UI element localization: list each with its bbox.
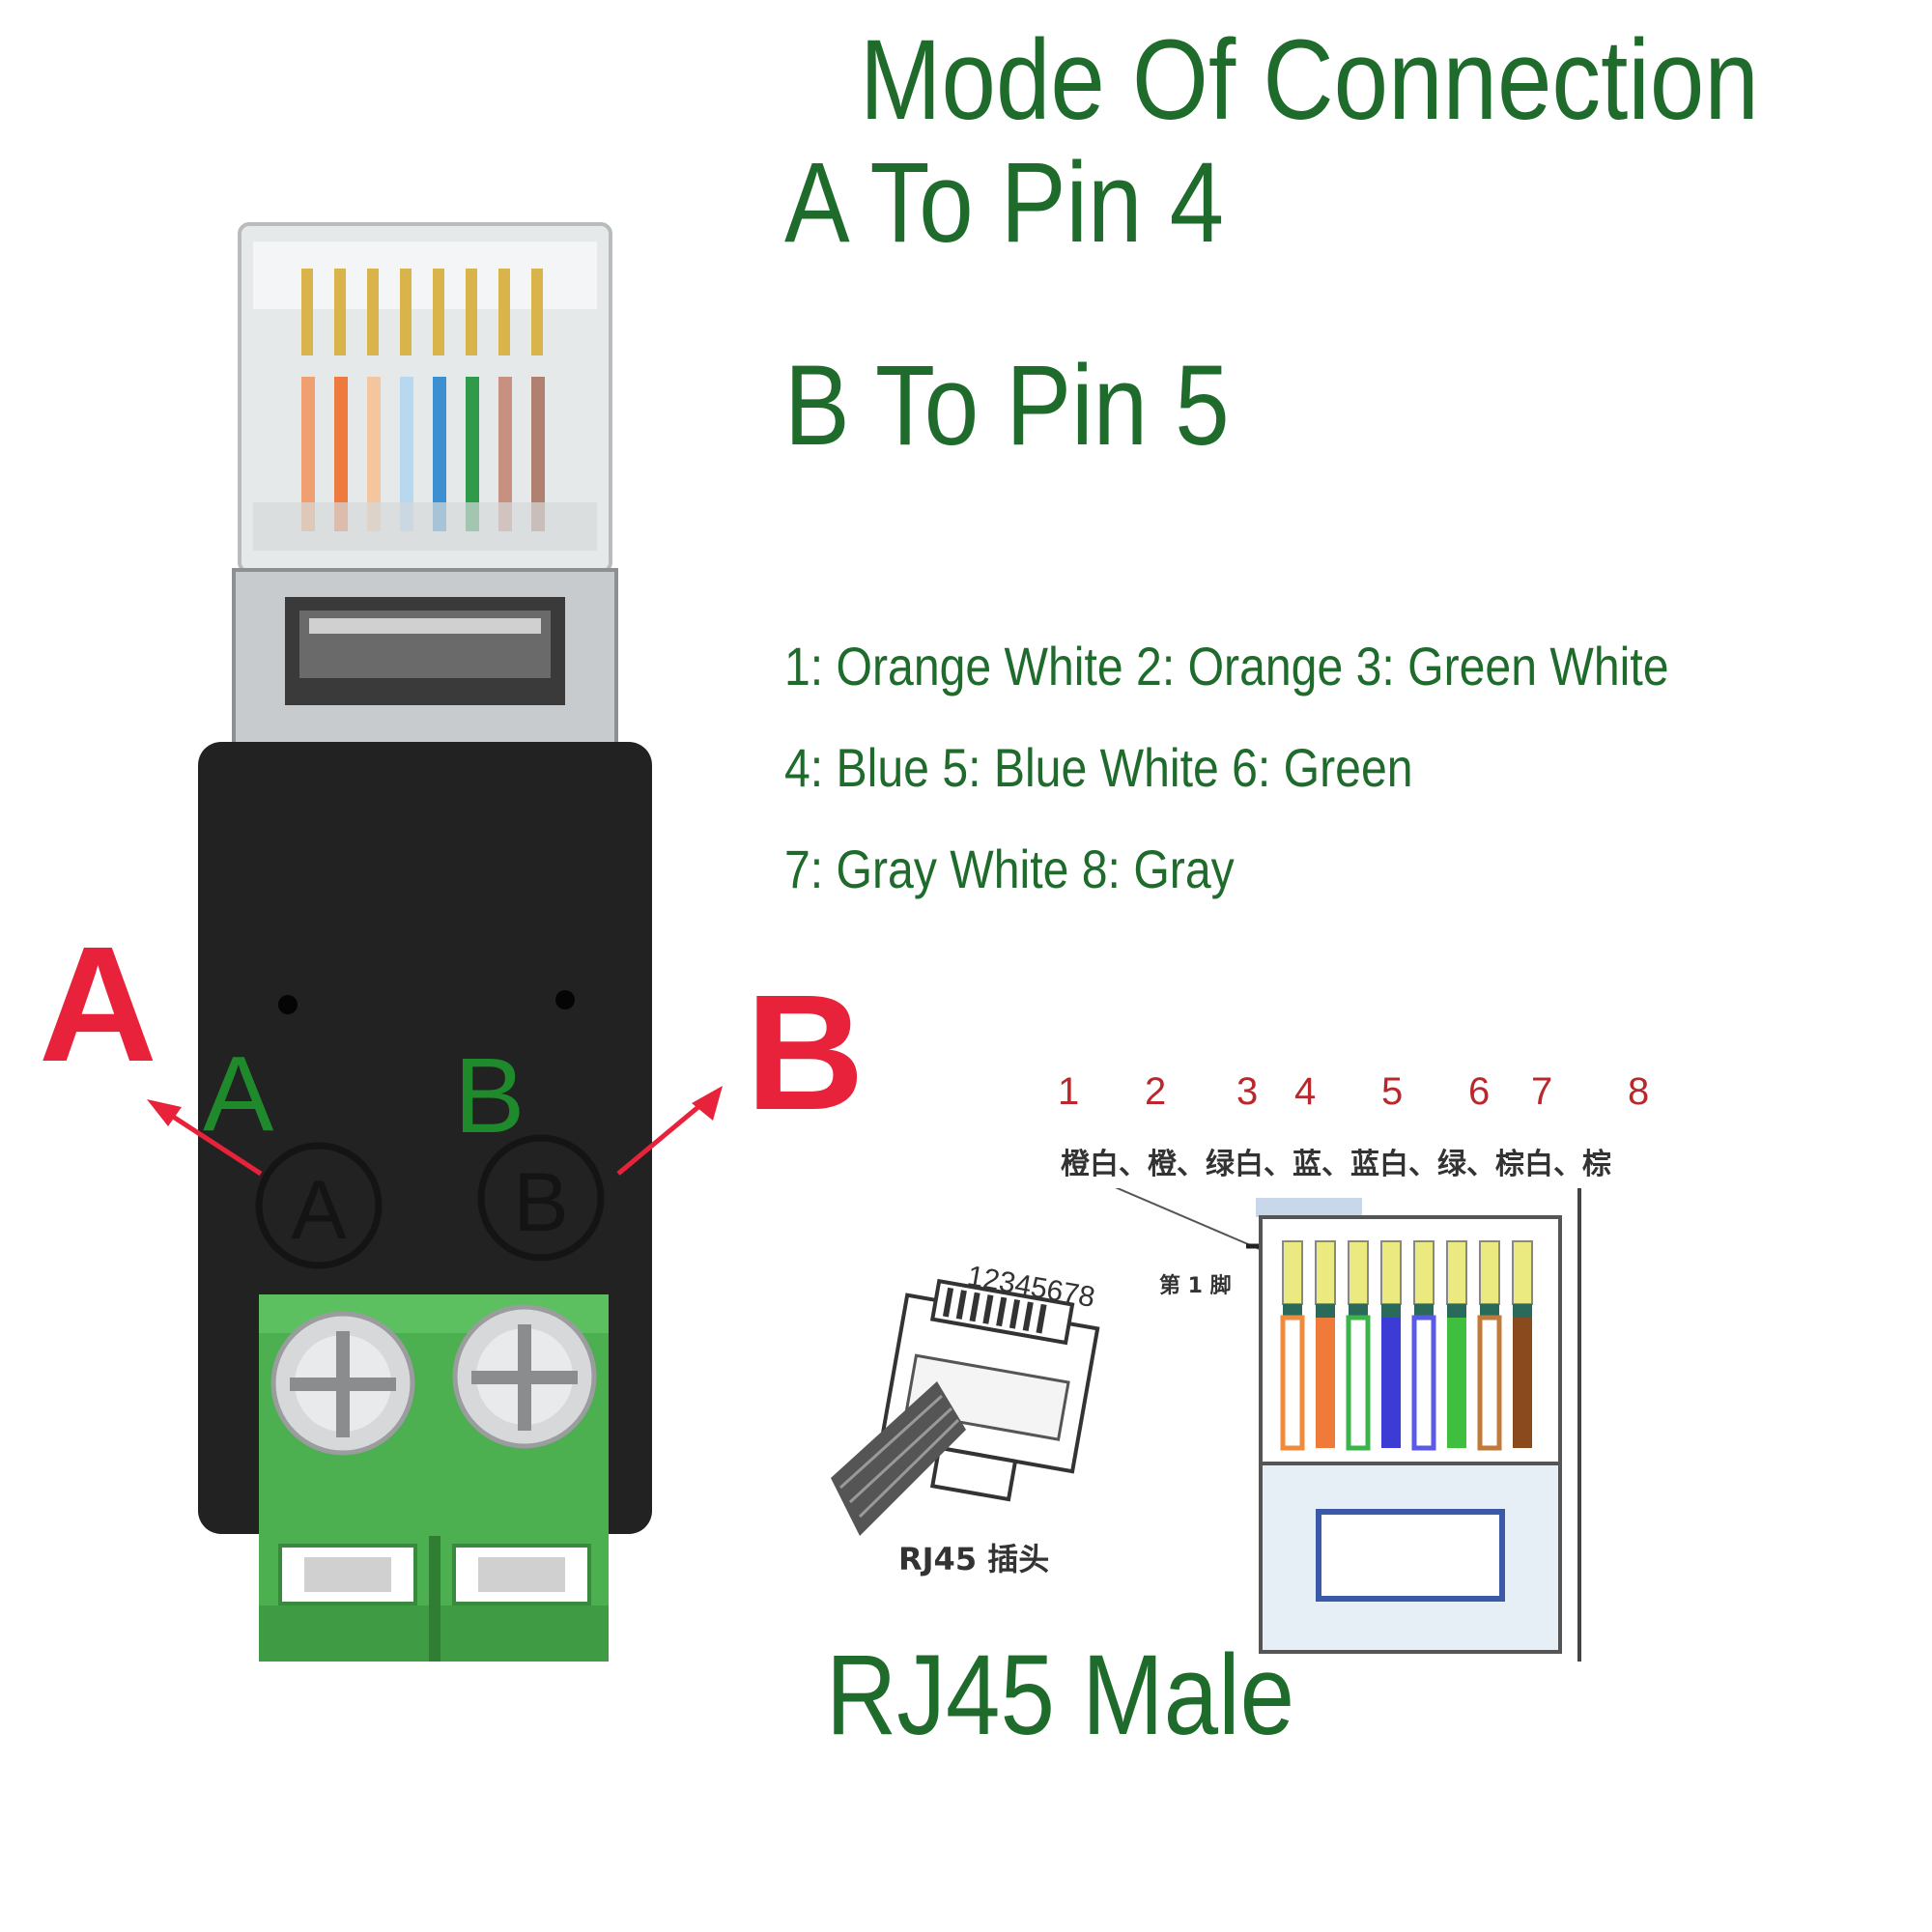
page-title: Mode Of Connection <box>860 16 1759 144</box>
label-a-red: A <box>39 913 157 1096</box>
rj45-plug-sketch <box>831 1278 1100 1536</box>
metal-shield <box>232 568 618 746</box>
pin-number-row: 1 2 3 4 5 6 7 8 <box>1058 1070 1676 1128</box>
pin-number: 2 <box>1145 1070 1167 1113</box>
screw-terminal-block <box>259 1294 609 1662</box>
pin-number: 7 <box>1531 1070 1553 1113</box>
label-b-green: B <box>454 1037 525 1155</box>
label-b-red: B <box>746 961 865 1145</box>
pin-1-label: 第 1 脚 <box>1159 1273 1232 1298</box>
pin-number: 6 <box>1468 1070 1491 1113</box>
legend-line-2: 4: Blue 5: Blue White 6: Green <box>784 737 1413 798</box>
pin-number: 1 <box>1058 1070 1080 1113</box>
pin-number: 5 <box>1381 1070 1404 1113</box>
arrow-to-b <box>616 1086 723 1176</box>
rj45-pinout-diagram: 12345678 RJ45 插头 第 1 脚 <box>831 1188 1581 1662</box>
screw-b <box>452 1304 597 1449</box>
label-a-green: A <box>203 1035 274 1153</box>
rj45-plug-head <box>238 222 612 574</box>
rule-b-to-pin-5: B To Pin 5 <box>784 342 1230 469</box>
arrow-to-a <box>147 1099 263 1177</box>
pin-number: 3 <box>1236 1070 1259 1113</box>
terminal-b-emboss: B <box>513 1156 568 1249</box>
pin-number: 8 <box>1628 1070 1650 1113</box>
pin-number: 4 <box>1294 1070 1317 1113</box>
legend-line-1: 1: Orange White 2: Orange 3: Green White <box>784 636 1669 696</box>
rj45-jack-cross-section <box>1256 1188 1581 1662</box>
legend-line-3: 7: Gray White 8: Gray <box>784 838 1235 899</box>
jack-wires <box>1280 1315 1532 1451</box>
adapter-illustration: A B A B <box>147 222 723 1662</box>
rj45-male-label: RJ45 Male <box>826 1632 1295 1759</box>
jack-contacts <box>1282 1240 1533 1305</box>
plug-caption: RJ45 插头 <box>898 1541 1049 1577</box>
chinese-color-sequence: 橙白、橙、绿白、蓝、蓝白、绿、棕白、棕 <box>1061 1148 1611 1181</box>
terminal-a-emboss: A <box>291 1164 347 1257</box>
rule-a-to-pin-4: A To Pin 4 <box>784 139 1225 267</box>
screw-a <box>270 1311 415 1456</box>
